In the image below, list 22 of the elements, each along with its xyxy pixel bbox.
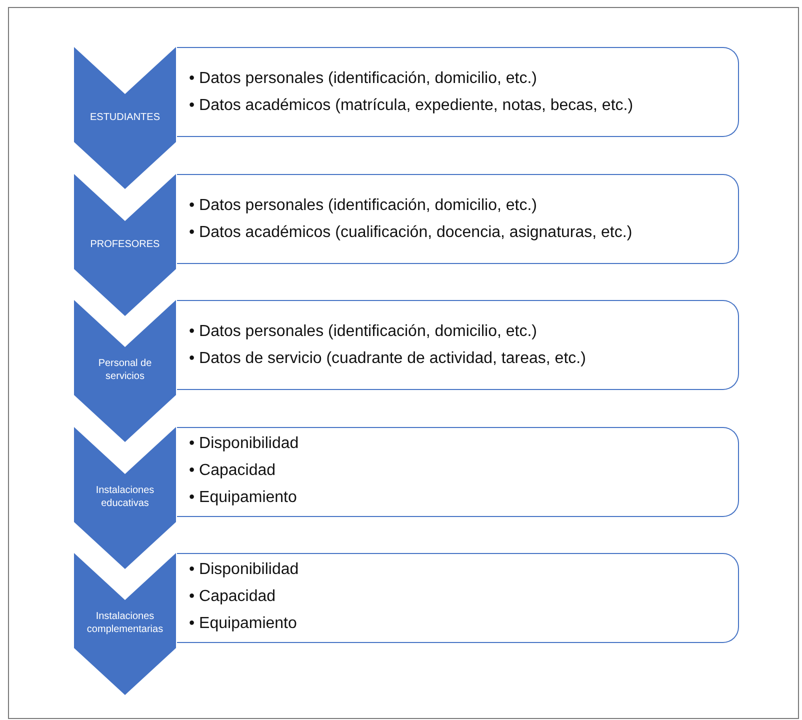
bullet-item: • Capacidad: [189, 460, 277, 480]
chevron-label: Instalaciones educativas: [94, 484, 156, 510]
content-box: [177, 426, 739, 516]
bullet-item: • Disponibilidad: [189, 434, 299, 454]
content-box: [177, 47, 739, 137]
bullet-item: • Datos académicos (matrícula, expediente, notas, becas, etc.): [189, 96, 634, 116]
bullet-item: • Equipamiento: [189, 614, 298, 634]
bullet-item: • Datos personales (identificación, domicilio, etc.): [189, 322, 538, 342]
content-box: [177, 300, 739, 390]
chevron-label: Instalaciones complementarias: [86, 610, 164, 636]
bullet-item: • Equipamiento: [189, 488, 298, 508]
bullet-item: • Disponibilidad: [189, 560, 299, 580]
bullet-item: • Datos de servicio (cuadrante de actividad, tareas, etc.): [189, 349, 586, 369]
chevron-label: PROFESORES: [89, 238, 161, 250]
content-box: [177, 553, 739, 643]
bullet-item: • Datos personales (identificación, domicilio, etc.): [189, 196, 538, 216]
bullet-item: • Datos académicos (cualificación, docencia, asignaturas, etc.): [189, 222, 632, 242]
bullet-item: • Capacidad: [189, 587, 277, 607]
bullet-item: • Datos personales (identificación, domicilio, etc.): [189, 69, 538, 89]
chevron-label: ESTUDIANTES: [88, 111, 161, 124]
content-box: [177, 174, 739, 264]
chevron-label: Personal de servicios: [97, 357, 153, 383]
